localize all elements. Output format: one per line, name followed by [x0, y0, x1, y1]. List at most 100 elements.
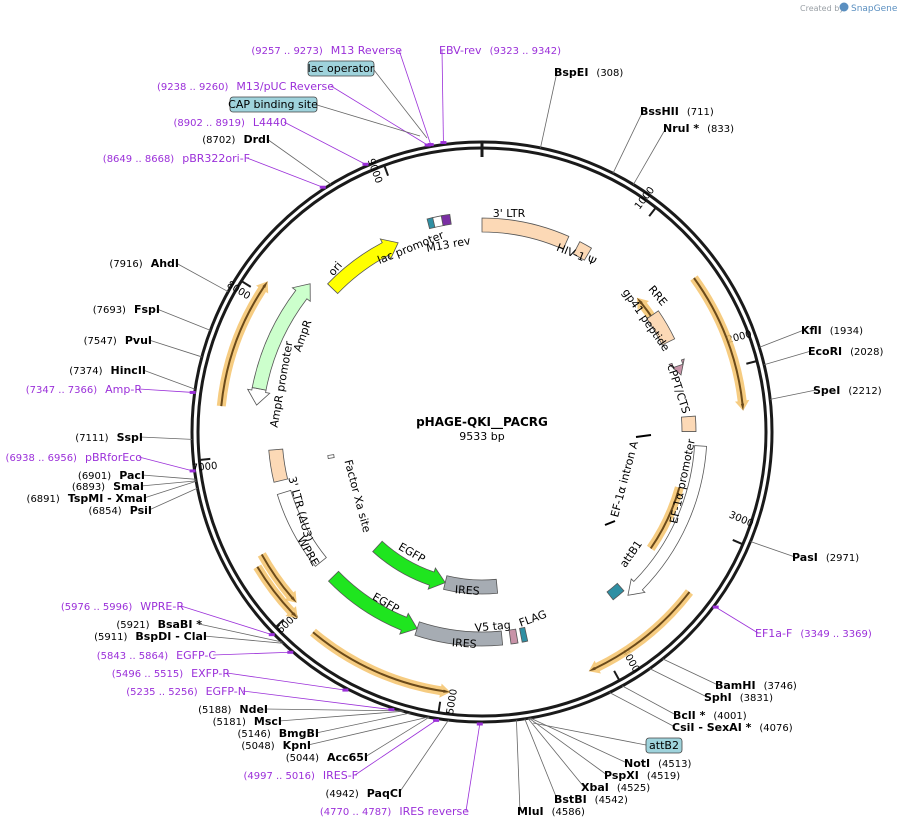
- leader-line: [175, 262, 229, 293]
- site-bspei[interactable]: BspEI(308): [540, 66, 623, 149]
- tick-mark-3000: [732, 539, 744, 546]
- site-tspmi-xmai[interactable]: (6891)TspMI - XmaI: [27, 480, 197, 505]
- site-ndei[interactable]: (5188)NdeI: [198, 703, 403, 716]
- boxed-label-cap-binding-site[interactable]: CAP binding site: [228, 96, 318, 113]
- feature-attb1[interactable]: [606, 582, 625, 601]
- orf-b[interactable]: [588, 589, 694, 674]
- site-bamhi[interactable]: BamHI(3746): [662, 658, 797, 692]
- boxed-label-lac-operator[interactable]: lac operator: [307, 60, 375, 77]
- primer-ebv-rev[interactable]: EBV-rev(9323 .. 9342): [439, 44, 561, 145]
- site-sphi[interactable]: SphI(3831): [649, 668, 773, 704]
- site-xbai[interactable]: XbaI(4525): [527, 718, 650, 794]
- feature-factor-xa-site[interactable]: [327, 454, 335, 460]
- site-nrui[interactable]: NruI *(833): [632, 122, 734, 185]
- site-kpni[interactable]: (5048)KpnI: [241, 716, 429, 752]
- feature-egfp-inner[interactable]: [372, 540, 446, 590]
- leader-line: [266, 138, 332, 185]
- label-text: SpeI(2212): [813, 384, 882, 397]
- boxed-label-attb2[interactable]: attB2: [645, 737, 683, 754]
- site-psii[interactable]: (6854)PsiI: [88, 487, 198, 517]
- site-paqci[interactable]: (4942)PaqCI: [326, 719, 449, 800]
- feature-rre[interactable]: [646, 310, 676, 346]
- orf-ef1a-green[interactable]: [646, 486, 684, 552]
- site-drdi[interactable]: (8702)DrdI: [202, 133, 332, 185]
- primer-ef1a-f[interactable]: EF1a-F(3349 .. 3369): [712, 605, 872, 640]
- primer-amp-r[interactable]: (7347 .. 7366)Amp-R: [26, 383, 196, 396]
- site-bcli[interactable]: BclI *(4001): [621, 685, 747, 722]
- label-text: EBV-rev(9323 .. 9342): [439, 44, 561, 57]
- feature-3ltr-du3[interactable]: [268, 448, 289, 483]
- feature-flag[interactable]: [519, 626, 529, 643]
- site-bspdi-clai[interactable]: (5911)BspDI - ClaI: [94, 630, 284, 644]
- feature-v5-tag[interactable]: [508, 628, 519, 645]
- site-pspxi[interactable]: PspXI(4519): [528, 717, 680, 782]
- site-sspi[interactable]: (7111)SspI: [75, 431, 193, 444]
- primer-l4440[interactable]: (8902 .. 8919)L4440: [173, 116, 369, 166]
- label-text: (7111)SspI: [75, 431, 143, 444]
- primer-ires-reverse[interactable]: (4770 .. 4787)IRES reverse: [320, 722, 483, 818]
- site-msci[interactable]: (5181)MscI: [213, 710, 404, 728]
- feature-cap-site[interactable]: [426, 217, 436, 230]
- primer-exfp-r[interactable]: (5496 .. 5515)EXFP-R: [112, 667, 349, 692]
- feature-ires-outer[interactable]: [414, 621, 504, 647]
- site-bsabi[interactable]: (5921)BsaBI *: [116, 618, 283, 643]
- site-ahdi[interactable]: (7916)AhdI: [109, 257, 229, 293]
- site-acc65i[interactable]: (5044)Acc65I: [286, 716, 430, 764]
- tick-label-5000: 5000: [445, 688, 460, 715]
- tick-mark-6000: [275, 618, 285, 628]
- orf-f[interactable]: [216, 281, 269, 407]
- orf-e[interactable]: [257, 552, 297, 603]
- feature-cppt-cts[interactable]: [681, 415, 697, 432]
- label-text: (6893)SmaI: [72, 480, 144, 493]
- primer-m13-reverse[interactable]: (9257 .. 9273)M13 Reverse: [251, 44, 434, 147]
- site-csii-sexai[interactable]: CsiI - SexAI *(4076): [609, 692, 793, 734]
- feature-egfp-outer[interactable]: [327, 570, 418, 635]
- site-pasi[interactable]: PasI(2971): [750, 541, 860, 564]
- primer-ires-f[interactable]: (4997 .. 5016)IRES-F: [243, 718, 440, 782]
- feature-label-ampr: AmpR: [291, 318, 315, 354]
- label-text: (5188)NdeI: [198, 703, 268, 716]
- site-paci[interactable]: (6901)PacI: [78, 469, 196, 482]
- feature-label-flag: FLAG: [517, 608, 548, 630]
- primer-pbr322ori-f[interactable]: (8649 .. 8668)pBR322ori-F: [103, 152, 326, 189]
- site-smai[interactable]: (6893)SmaI: [72, 480, 197, 493]
- site-bstbi[interactable]: BstBI(4542): [524, 718, 628, 806]
- site-kfli[interactable]: KflI(1934): [759, 324, 863, 348]
- orf-a[interactable]: [690, 275, 750, 411]
- orf-c[interactable]: [310, 628, 451, 698]
- feature-hiv1-psi[interactable]: [572, 241, 593, 261]
- leader-line: [264, 708, 403, 712]
- site-ecori[interactable]: EcoRI(2028): [763, 345, 884, 366]
- label-text: BspEI(308): [554, 66, 623, 79]
- label-text: (6854)PsiI: [88, 504, 152, 517]
- primer-egfp-n[interactable]: (5235 .. 5256)EGFP-N: [126, 685, 395, 712]
- label-text: (8902 .. 8919)L4440: [173, 116, 287, 129]
- label-text: CsiI - SexAI *(4076): [672, 721, 793, 734]
- label-text: (6901)PacI: [78, 469, 145, 482]
- primer-pbrforeco[interactable]: (6938 .. 6956)pBRforEco: [6, 451, 196, 473]
- primer-mark: [388, 708, 395, 712]
- feature-ori[interactable]: [327, 238, 399, 295]
- leader-line: [138, 456, 193, 472]
- label-text: (5181)MscI: [213, 715, 282, 728]
- site-mlui[interactable]: MluI(4586): [516, 719, 585, 818]
- feature-3ltr[interactable]: [481, 217, 570, 250]
- feature-ef1a-promoter[interactable]: [627, 445, 707, 596]
- primer-wpre-r[interactable]: (5976 .. 5996)WPRE-R: [61, 600, 275, 637]
- feature-ampr[interactable]: [251, 283, 311, 391]
- label-text: NruI *(833): [663, 122, 734, 135]
- site-pvui[interactable]: (7547)PvuI: [84, 334, 203, 358]
- feature-wpre[interactable]: [276, 489, 327, 567]
- leader-line: [138, 388, 193, 393]
- feature-m13-rev[interactable]: [440, 213, 452, 227]
- primer-egfp-c[interactable]: (5843 .. 5864)EGFP-C: [97, 649, 294, 662]
- site-spei[interactable]: SpeI(2212): [770, 384, 882, 400]
- primer-m13-puc-reverse[interactable]: (9238 .. 9260)M13/pUC Reverse: [157, 80, 431, 147]
- site-bmgbi[interactable]: (5146)BmgBI: [238, 712, 411, 740]
- site-fspi[interactable]: (7693)FspI: [93, 303, 211, 331]
- feature-gp41-peptide[interactable]: [668, 358, 685, 376]
- orf-d[interactable]: [253, 564, 298, 619]
- site-bsshii[interactable]: BssHII(711): [612, 105, 714, 174]
- site-hincii[interactable]: (7374)HincII: [69, 364, 196, 390]
- feature-label-v5: V5 tag: [474, 618, 511, 634]
